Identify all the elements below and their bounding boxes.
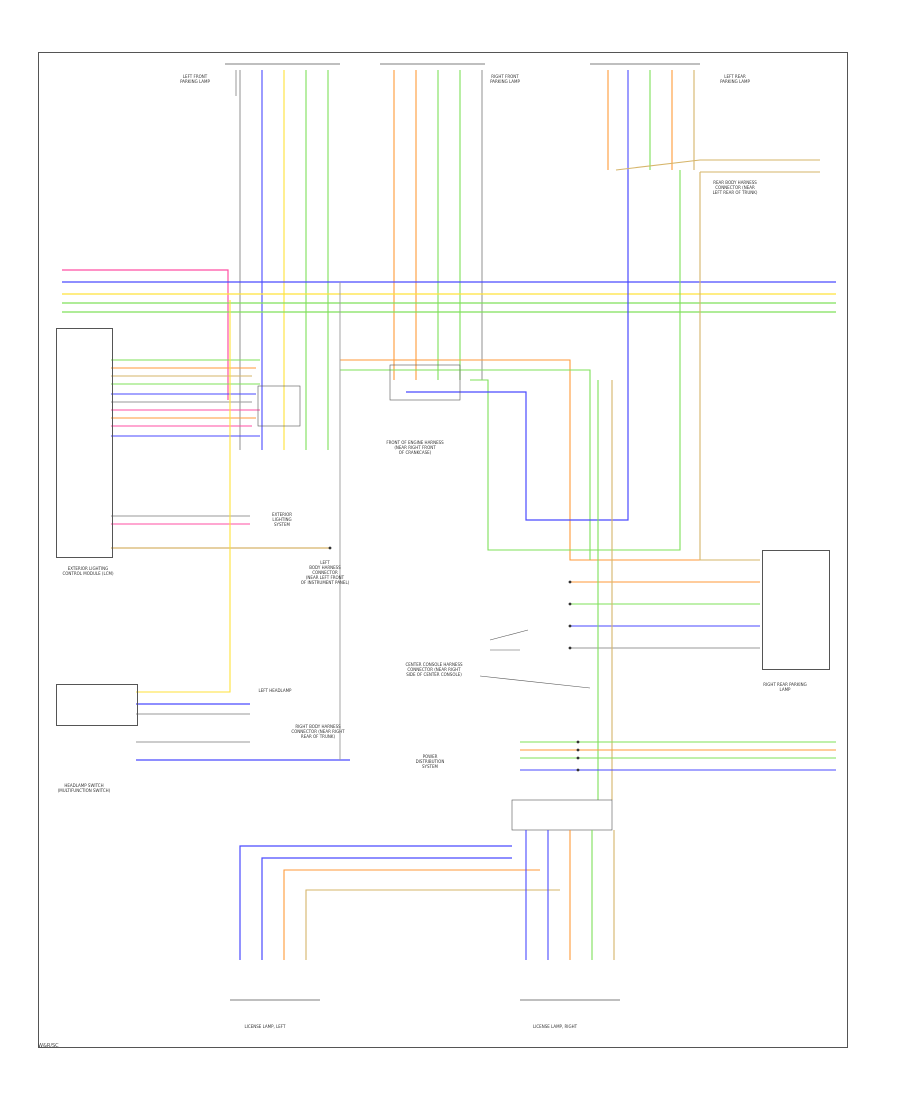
wire-lower-tan xyxy=(305,889,560,960)
diagram-frame xyxy=(38,52,848,1048)
left-headlamp-label: LEFT HEADLAMP xyxy=(258,688,292,693)
leader xyxy=(479,675,591,689)
wire-lower-blue-2 xyxy=(261,857,512,960)
wire-switch-yellow xyxy=(136,300,231,693)
lighting-control-module-label: EXTERIOR LIGHTING CONTROL MODULE (LCM) xyxy=(62,566,114,576)
rear-body-harness-label: REAR BODY HARNESS CONNECTOR (NEAR LEFT R… xyxy=(712,180,758,195)
connector-center-console xyxy=(511,799,613,831)
leader xyxy=(489,629,529,641)
license-lamp-left-label: LICENSE LAMP, LEFT xyxy=(244,1024,286,1029)
splice-dot xyxy=(568,624,572,628)
splice-dot xyxy=(576,740,580,744)
splice-dot xyxy=(576,748,580,752)
right-rear-parking-lamp-label: RIGHT REAR PARKING LAMP xyxy=(763,682,807,692)
wire-blue-rear xyxy=(406,170,629,521)
right-body-harness-label: RIGHT BODY HARNESS CONNECTOR (NEAR RIGHT… xyxy=(291,724,345,739)
wire-green-rear xyxy=(340,369,591,560)
splice-dot xyxy=(576,756,580,760)
wire-green-up xyxy=(470,170,681,551)
wire-orange-rear xyxy=(340,359,760,561)
right-rear-parking-lamp xyxy=(762,550,830,670)
center-console-harness-label: CENTER CONSOLE HARNESS CONNECTOR (NEAR R… xyxy=(405,662,463,677)
connector-engine-harness xyxy=(389,364,461,401)
splice-dot xyxy=(568,646,572,650)
wire-lower-blue xyxy=(239,845,512,960)
headlamp-switch-label: HEADLAMP SWITCH (MULTIFUNCTION SWITCH) xyxy=(57,783,111,793)
lighting-control-module xyxy=(56,328,113,558)
diagram-footer: W&R/SC xyxy=(38,1043,59,1049)
exterior-lighting-system-label: EXTERIOR LIGHTING SYSTEM xyxy=(271,512,293,527)
splice-dot xyxy=(576,768,580,772)
connector-left-body xyxy=(257,385,301,427)
splice-dot xyxy=(568,580,572,584)
wire-pink-bus xyxy=(62,269,229,400)
headlamp-switch xyxy=(56,684,138,726)
power-distribution-label: POWER DISTRIBUTION SYSTEM xyxy=(415,754,445,769)
license-lamp-right-label: LICENSE LAMP, RIGHT xyxy=(532,1024,578,1029)
left-front-parking-lamp-label: LEFT FRONT PARKING LAMP xyxy=(180,74,210,84)
splice-dot xyxy=(328,546,332,550)
splice-dot xyxy=(568,602,572,606)
wire-tan-down xyxy=(699,172,760,561)
right-front-parking-lamp-label: RIGHT FRONT PARKING LAMP xyxy=(490,74,520,84)
left-rear-parking-lamp-label: LEFT REAR PARKING LAMP xyxy=(720,74,750,84)
front-engine-harness-label: FRONT OF ENGINE HARNESS (NEAR RIGHT FRON… xyxy=(386,440,444,455)
left-body-harness-label: LEFT BODY HARNESS CONNECTOR (NEAR LEFT F… xyxy=(300,560,350,585)
wire-lower-orange xyxy=(283,869,540,960)
wire-tan-top xyxy=(615,159,820,171)
